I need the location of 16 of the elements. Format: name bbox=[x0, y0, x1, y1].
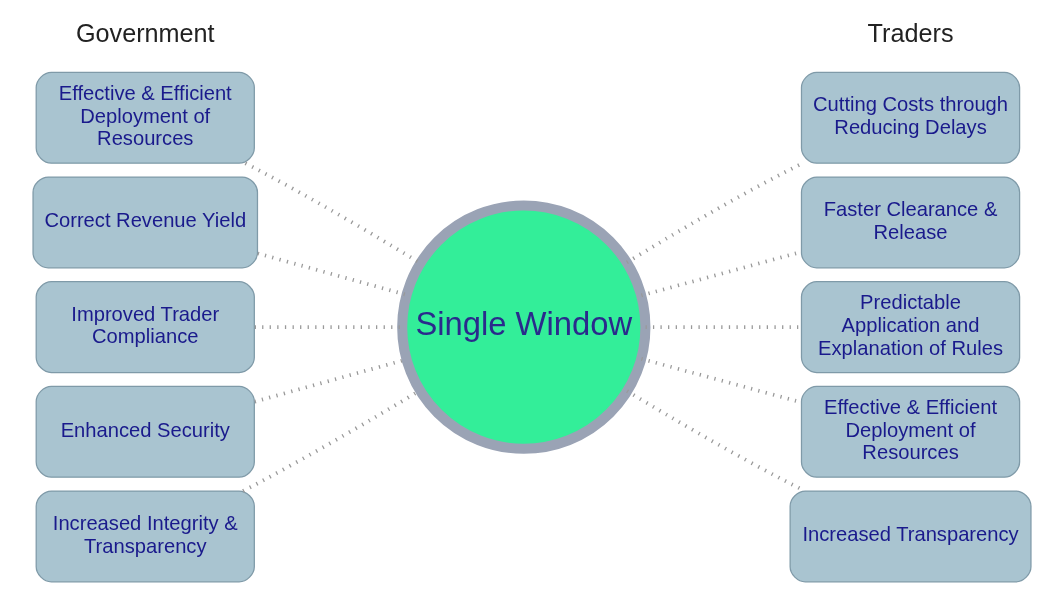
connector bbox=[256, 251, 407, 297]
node-circle: Single Window bbox=[396, 200, 650, 454]
node-box: Increased Integrity & Transparency bbox=[35, 490, 255, 583]
node-box: Enhanced Security bbox=[35, 385, 255, 478]
node-box: Effective & Efficient Deployment of Resources bbox=[800, 385, 1020, 478]
label: Government bbox=[75, 19, 215, 48]
node-box: Correct Revenue Yield bbox=[31, 176, 258, 269]
node-box: Cutting Costs through Reducing Delays bbox=[800, 71, 1020, 164]
connector bbox=[244, 161, 421, 265]
connector bbox=[625, 161, 803, 265]
node-box: Improved Trader Compliance bbox=[35, 281, 255, 374]
label: Traders bbox=[867, 19, 953, 48]
node-box: Predictable Application and Explanation of Rules bbox=[800, 281, 1020, 374]
node-box: Faster Clearance & Release bbox=[800, 176, 1020, 269]
node-box: Effective & Efficient Deployment of Resources bbox=[35, 71, 255, 164]
node-box: Increased Transparency bbox=[789, 490, 1032, 583]
